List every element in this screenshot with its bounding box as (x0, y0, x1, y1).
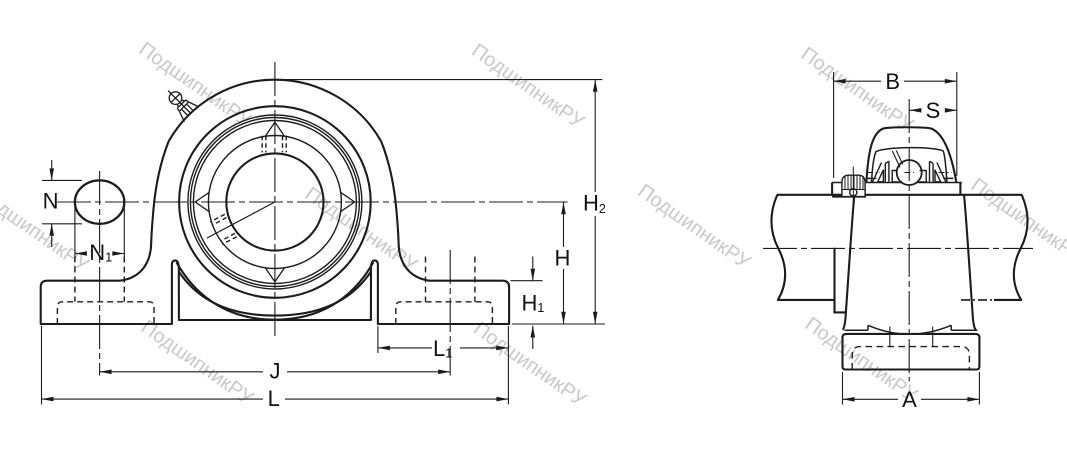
svg-text:ПодшипникРУ: ПодшипникРУ (468, 40, 588, 134)
svg-text:H2: H2 (583, 191, 606, 217)
svg-text:ПодшипникРУ: ПодшипникРУ (967, 174, 1067, 268)
svg-text:H: H (555, 246, 571, 271)
svg-text:B: B (885, 69, 900, 94)
svg-text:ПодшипникРУ: ПодшипникРУ (634, 180, 754, 274)
svg-text:N1: N1 (89, 240, 112, 265)
svg-text:S: S (926, 98, 941, 123)
svg-text:J: J (270, 359, 281, 384)
svg-text:ПодшипникРУ: ПодшипникРУ (470, 318, 590, 412)
svg-text:L1: L1 (433, 336, 452, 361)
svg-text:L: L (268, 386, 280, 411)
svg-text:N: N (43, 189, 59, 214)
svg-text:H1: H1 (522, 291, 545, 316)
svg-text:A: A (902, 387, 917, 412)
svg-text:ПодшипникРУ: ПодшипникРУ (137, 316, 257, 410)
